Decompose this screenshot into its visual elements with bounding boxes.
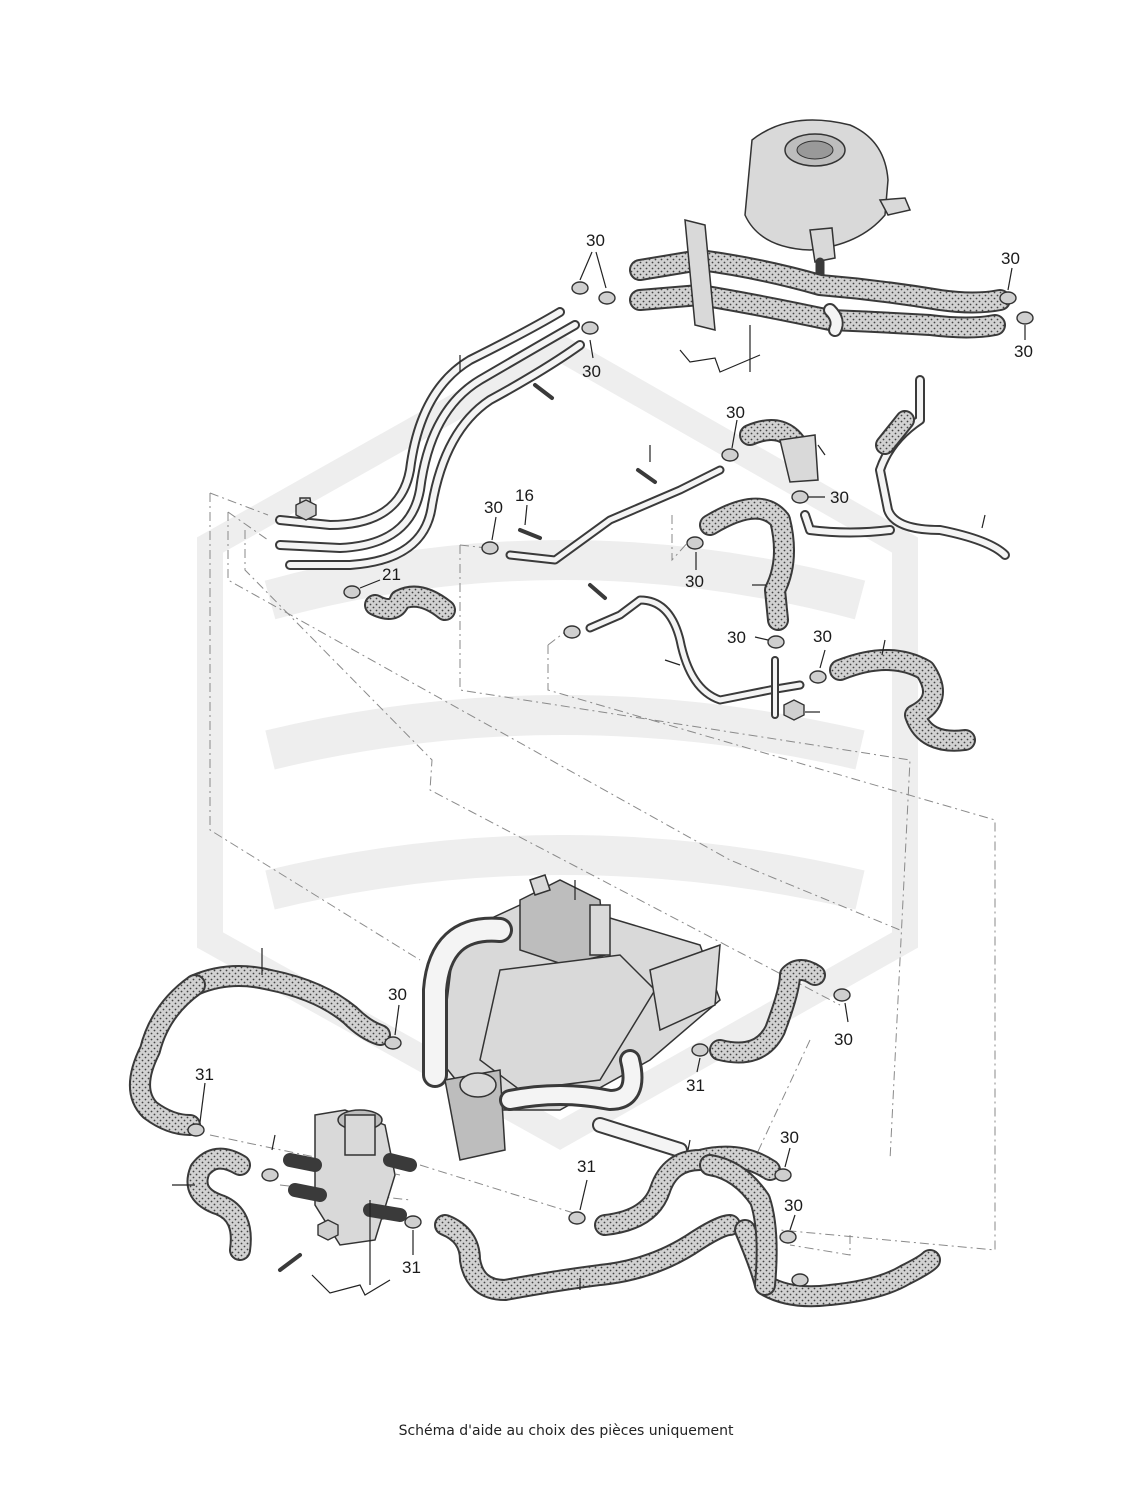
callout-30-lower-right: 30: [834, 1030, 853, 1049]
callout-30-mid: 30: [685, 572, 704, 591]
auxiliary-heater-unit: [422, 874, 721, 1161]
callout-30-thermostat-right: 30: [830, 488, 849, 507]
callout-30-bottom-right-2: 30: [784, 1196, 803, 1215]
callout-30-pipe: 30: [582, 362, 601, 381]
right-metal-pipe: [800, 375, 1010, 560]
screws-and-nuts: [278, 383, 805, 1272]
hose-clamps: [187, 281, 1034, 1287]
callout-30-lower-left: 30: [388, 985, 407, 1004]
callout-31-left: 31: [195, 1065, 214, 1084]
callout-30-right: 30: [1014, 342, 1033, 361]
callout-21: 21: [382, 565, 401, 584]
callout-30-pipe-lower: 30: [727, 628, 746, 647]
callout-30-clip: 30: [484, 498, 503, 517]
callout-30-top-right: 30: [1001, 249, 1020, 268]
hose-21: [364, 585, 456, 621]
callout-30-pipe-right: 30: [813, 627, 832, 646]
callout-31-bottom: 31: [402, 1258, 421, 1277]
callout-30-bottom-right-1: 30: [780, 1128, 799, 1147]
expansion-tank: [744, 119, 912, 290]
callout-30-thermostat: 30: [726, 403, 745, 422]
metal-pipe-bundle: [275, 307, 585, 570]
right-s-hose: [829, 649, 976, 752]
upper-hose-bundle: [629, 219, 1011, 339]
leader-lines: [172, 251, 1026, 1296]
diagram-caption: Schéma d'aide au choix des pièces unique…: [398, 1423, 734, 1439]
mid-metal-pipe: [505, 465, 725, 565]
callout-30-top: 30: [586, 231, 605, 250]
lower-metal-pipe: [585, 595, 805, 719]
valve-block: [283, 1109, 417, 1246]
thermostat-hose: [739, 419, 819, 483]
callout-numbers: 30 30 30 30 30 30 30 16 21 30 30 30 30 3…: [195, 231, 1033, 1277]
lower-hoses: [129, 959, 941, 1308]
callout-31-pump: 31: [686, 1076, 705, 1095]
callout-31-valve: 31: [577, 1157, 596, 1176]
mid-s-hose: [699, 497, 795, 631]
callout-16: 16: [515, 486, 534, 505]
